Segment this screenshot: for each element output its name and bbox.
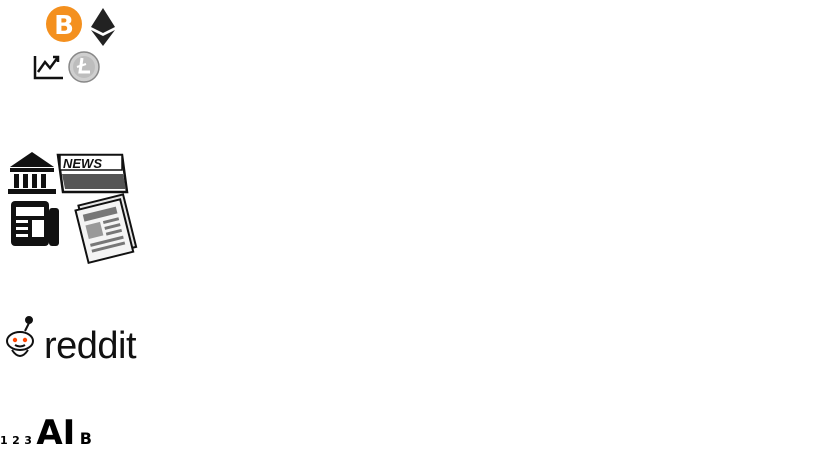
svg-text:B: B <box>54 11 74 41</box>
news-banner-icon: NEWS <box>56 153 129 194</box>
step-badge-2: 2 <box>12 431 24 448</box>
reddit-label: reddit <box>44 325 137 367</box>
reddit-alien-icon <box>6 316 34 357</box>
step-label-2: 2 <box>12 434 20 447</box>
pipeline-diagram: B NEWS <box>0 6 138 453</box>
diagram-canvas: B NEWS <box>6 6 138 357</box>
bitcoin-icon: B <box>46 6 82 42</box>
litecoin-icon <box>68 51 100 83</box>
step-label-1: 1 <box>0 434 8 447</box>
news-banner-text: NEWS <box>63 156 102 171</box>
newspaper-stack-icon <box>74 193 138 265</box>
step-badge-1: 1 <box>0 431 12 448</box>
ethereum-icon <box>91 8 115 46</box>
bitcoin-output-symbol: B <box>79 429 92 448</box>
ai-label: AI <box>36 413 76 453</box>
step-badge-3: 3 <box>24 431 36 448</box>
bitcoin-output-icon: B <box>79 429 92 448</box>
bank-icon <box>8 152 56 194</box>
price-chart-icon <box>33 55 63 80</box>
newspaper-icon <box>11 201 59 246</box>
step-label-3: 3 <box>24 434 32 447</box>
